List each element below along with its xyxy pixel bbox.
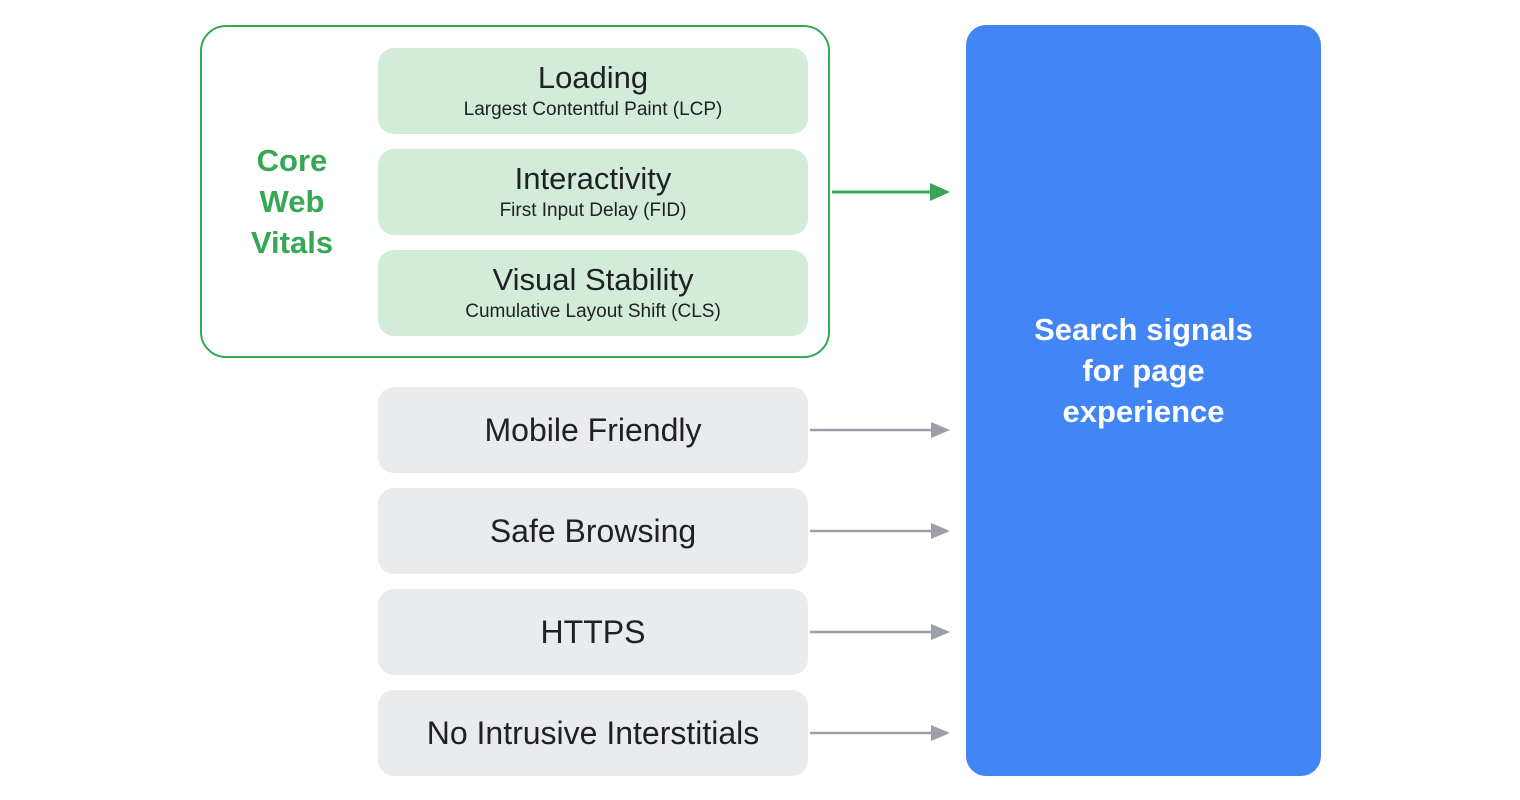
interactivity-metric-box: Interactivity First Input Delay (FID) [378, 149, 808, 235]
core-web-vitals-arrow [832, 183, 950, 201]
signal-title: Safe Browsing [489, 513, 697, 549]
search-signals-label: Search signals for page experience [1004, 309, 1284, 432]
core-web-vitals-label-line: Vitals [250, 225, 334, 260]
https-box: HTTPS [378, 589, 808, 675]
core-web-vitals-label: Core Web Vitals [232, 140, 352, 263]
search-signals-label-line: experience [1062, 394, 1225, 429]
metric-title: Loading [537, 60, 649, 95]
no-intrusive-interstitials-box: No Intrusive Interstitials [378, 690, 808, 776]
core-web-vitals-label-line: Web [259, 184, 325, 219]
signal-title: No Intrusive Interstitials [426, 715, 760, 751]
search-signals-label-line: Search signals [1034, 312, 1253, 347]
signal-title: HTTPS [540, 614, 646, 650]
core-web-vitals-group [200, 25, 830, 358]
signal-title: Mobile Friendly [484, 412, 702, 448]
search-signals-label-line: for page [1082, 353, 1205, 388]
https-arrow [810, 624, 950, 640]
metric-subtitle: Largest Contentful Paint (LCP) [463, 99, 723, 120]
search-signals-panel: Search signals for page experience [966, 25, 1321, 776]
loading-metric-box: Loading Largest Contentful Paint (LCP) [378, 48, 808, 134]
mobile-friendly-arrow [810, 422, 950, 438]
no-intrusive-interstitials-arrow [810, 725, 950, 741]
metric-subtitle: First Input Delay (FID) [499, 200, 687, 221]
safe-browsing-box: Safe Browsing [378, 488, 808, 574]
metric-title: Interactivity [514, 161, 672, 196]
core-web-vitals-label-line: Core [256, 143, 328, 178]
mobile-friendly-box: Mobile Friendly [378, 387, 808, 473]
safe-browsing-arrow [810, 523, 950, 539]
metric-title: Visual Stability [492, 262, 694, 297]
metric-subtitle: Cumulative Layout Shift (CLS) [465, 301, 721, 322]
visual-stability-metric-box: Visual Stability Cumulative Layout Shift… [378, 250, 808, 336]
